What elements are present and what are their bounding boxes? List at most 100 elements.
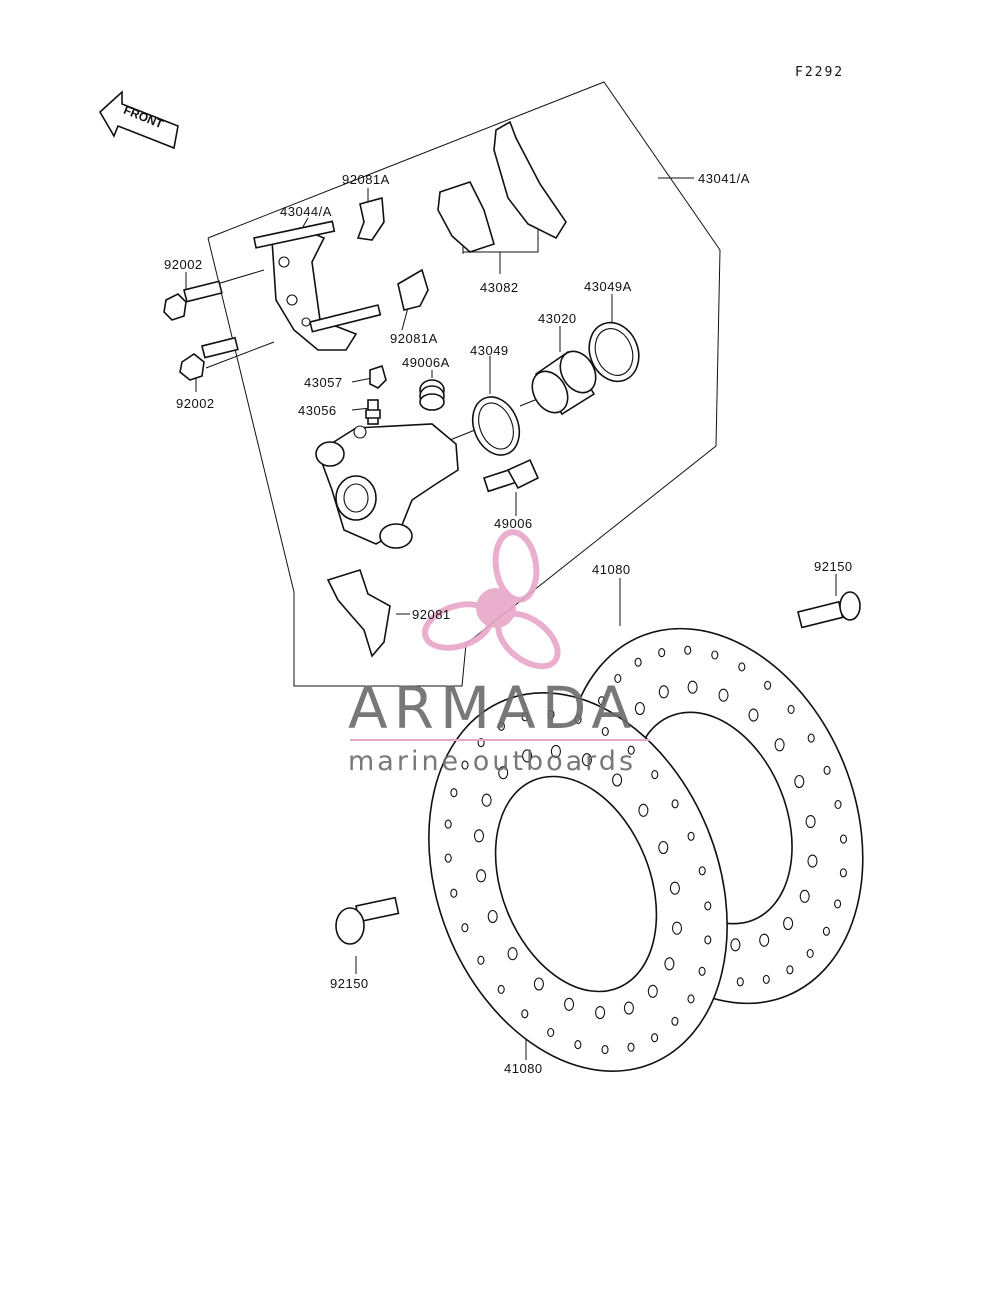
- caliper-body: [315, 423, 459, 549]
- label-49006: 49006: [494, 516, 533, 531]
- label-43082: 43082: [480, 280, 519, 295]
- disc-hole: [574, 1040, 582, 1050]
- label-41080-bottom: 41080: [504, 1061, 543, 1076]
- disc-hole: [730, 938, 741, 952]
- disc-hole: [711, 650, 719, 660]
- disc-hole: [764, 680, 772, 690]
- disc-hole: [658, 685, 669, 699]
- disc-hole: [444, 819, 452, 829]
- slide-pin-49006: [482, 458, 540, 493]
- disc-hole: [634, 701, 645, 716]
- label-92150-right: 92150: [814, 559, 853, 574]
- disc-hole: [822, 926, 830, 936]
- disc-hole: [627, 745, 635, 755]
- disc-hole: [669, 881, 680, 895]
- disc-hole: [450, 788, 458, 798]
- front-arrow-icon: FRONT: [98, 90, 179, 150]
- brake-disc-41080-front: [428, 692, 728, 1072]
- disc-hole: [623, 1001, 634, 1015]
- disc-hole: [718, 688, 729, 702]
- disc-hole: [601, 726, 609, 737]
- label-43056: 43056: [298, 403, 337, 418]
- disc-hole: [834, 899, 842, 909]
- label-43057: 43057: [304, 375, 343, 390]
- boot-49006a: [419, 379, 445, 411]
- disc-hole: [671, 799, 679, 809]
- disc-hole: [759, 933, 770, 947]
- disc-hole: [823, 765, 831, 775]
- disc-hole: [595, 1006, 606, 1020]
- disc-hole: [774, 738, 785, 752]
- disc-hole: [461, 760, 469, 770]
- pad-spring-92081a-mid: [397, 268, 429, 311]
- disc-hole: [614, 673, 622, 684]
- disc-hole: [581, 753, 592, 767]
- disc-hole: [521, 1009, 529, 1019]
- label-49006a: 49006A: [402, 355, 450, 370]
- disc-hole: [839, 834, 848, 844]
- disc-hole: [476, 869, 487, 883]
- disc-hole: [658, 840, 669, 855]
- disc-hole: [783, 916, 794, 931]
- disc-hole: [671, 921, 683, 935]
- disc-bolt-92150-left: [335, 896, 400, 945]
- label-43049: 43049: [470, 343, 509, 358]
- disc-hole: [671, 1016, 679, 1026]
- caliper-bracket-43044a: [253, 220, 382, 351]
- label-92081a-top: 92081A: [342, 172, 390, 187]
- disc-hole: [497, 984, 505, 994]
- disc-hole: [651, 770, 659, 780]
- disc-hole: [638, 803, 649, 817]
- disc-hole: [839, 868, 847, 878]
- disc-hole: [704, 935, 712, 945]
- label-92150-left: 92150: [330, 976, 369, 991]
- label-43049a: 43049A: [584, 279, 632, 294]
- disc-hole: [806, 948, 814, 959]
- pad-clip-92081: [326, 569, 391, 658]
- disc-hole: [807, 854, 818, 868]
- disc-hole: [601, 1045, 609, 1055]
- disc-hole: [634, 657, 642, 667]
- assembly-outline: [207, 81, 721, 687]
- disc-hole: [547, 709, 555, 719]
- disc-hole: [698, 866, 706, 876]
- label-43020: 43020: [538, 311, 577, 326]
- disc-hole: [497, 721, 505, 731]
- disc-hole: [698, 966, 706, 976]
- disc-hole: [704, 901, 712, 911]
- label-92081: 92081: [412, 607, 451, 622]
- disc-hole: [794, 774, 805, 789]
- bolt-92002-top: [163, 280, 223, 321]
- pad-spring-92081a-top: [356, 196, 385, 241]
- disc-hole: [461, 923, 469, 933]
- disc-hole: [658, 648, 666, 658]
- disc-hole: [547, 1027, 555, 1038]
- disc-hole: [647, 984, 658, 998]
- watermark-brand: ARMADA: [348, 674, 637, 742]
- disc-hole: [687, 994, 695, 1004]
- label-92002-top: 92002: [164, 257, 203, 272]
- disc-hole: [738, 662, 746, 672]
- seal-43049: [471, 396, 521, 456]
- disc-hole: [748, 708, 759, 722]
- disc-hole: [799, 889, 810, 903]
- disc-bolt-92150-right: [797, 591, 861, 629]
- diagram-code: F2292: [795, 65, 844, 80]
- brake-pad-43082: [437, 120, 567, 253]
- disc-hole: [786, 965, 794, 975]
- disc-hole: [450, 888, 458, 898]
- armada-watermark: ARMADA marine outboards: [348, 529, 650, 777]
- disc-hole: [762, 974, 770, 984]
- disc-hole: [477, 955, 485, 965]
- label-92081a-mid: 92081A: [390, 331, 438, 346]
- label-43041a: 43041/A: [698, 171, 750, 186]
- part-labels: 43041/A 92081A 43044/A 92002 92081A 4308…: [164, 171, 853, 1076]
- propeller-logo-icon: [422, 529, 561, 670]
- disc-hole: [627, 1042, 635, 1052]
- disc-hole: [664, 957, 675, 971]
- disc-hole: [481, 793, 492, 807]
- disc-hole: [550, 744, 561, 758]
- disc-hole: [736, 977, 744, 987]
- disc-hole: [473, 829, 485, 843]
